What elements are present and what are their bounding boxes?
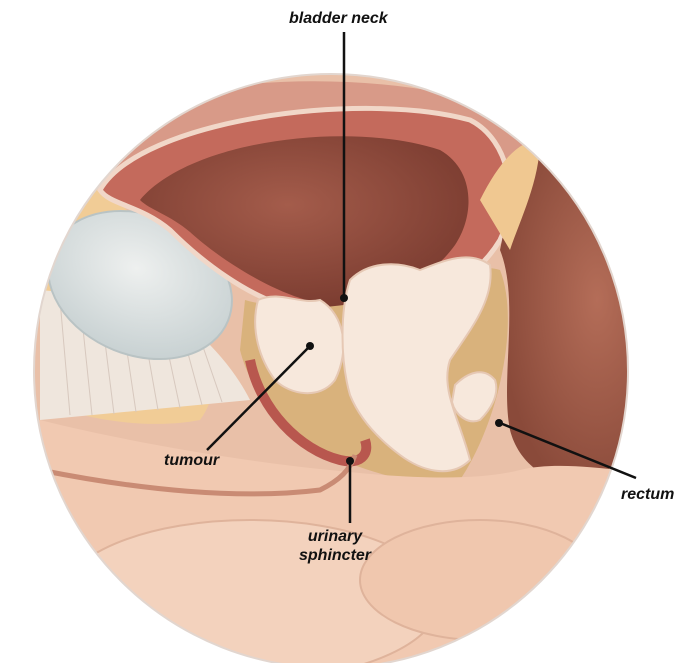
rectum-dot: [495, 419, 503, 427]
urinary-sphincter-label: urinary sphincter: [299, 527, 371, 565]
urinary-label-line1: urinary: [299, 527, 371, 546]
bladder-neck-dot: [340, 294, 348, 302]
lower-tissue-right: [360, 520, 600, 640]
rectum-label: rectum: [621, 485, 674, 504]
bladder-neck-label: bladder neck: [289, 9, 388, 28]
tumour-label: tumour: [164, 451, 219, 470]
urinary-label-line2: sphincter: [299, 546, 371, 565]
tumour-dot: [306, 342, 314, 350]
urinary-sphincter-dot: [346, 457, 354, 465]
